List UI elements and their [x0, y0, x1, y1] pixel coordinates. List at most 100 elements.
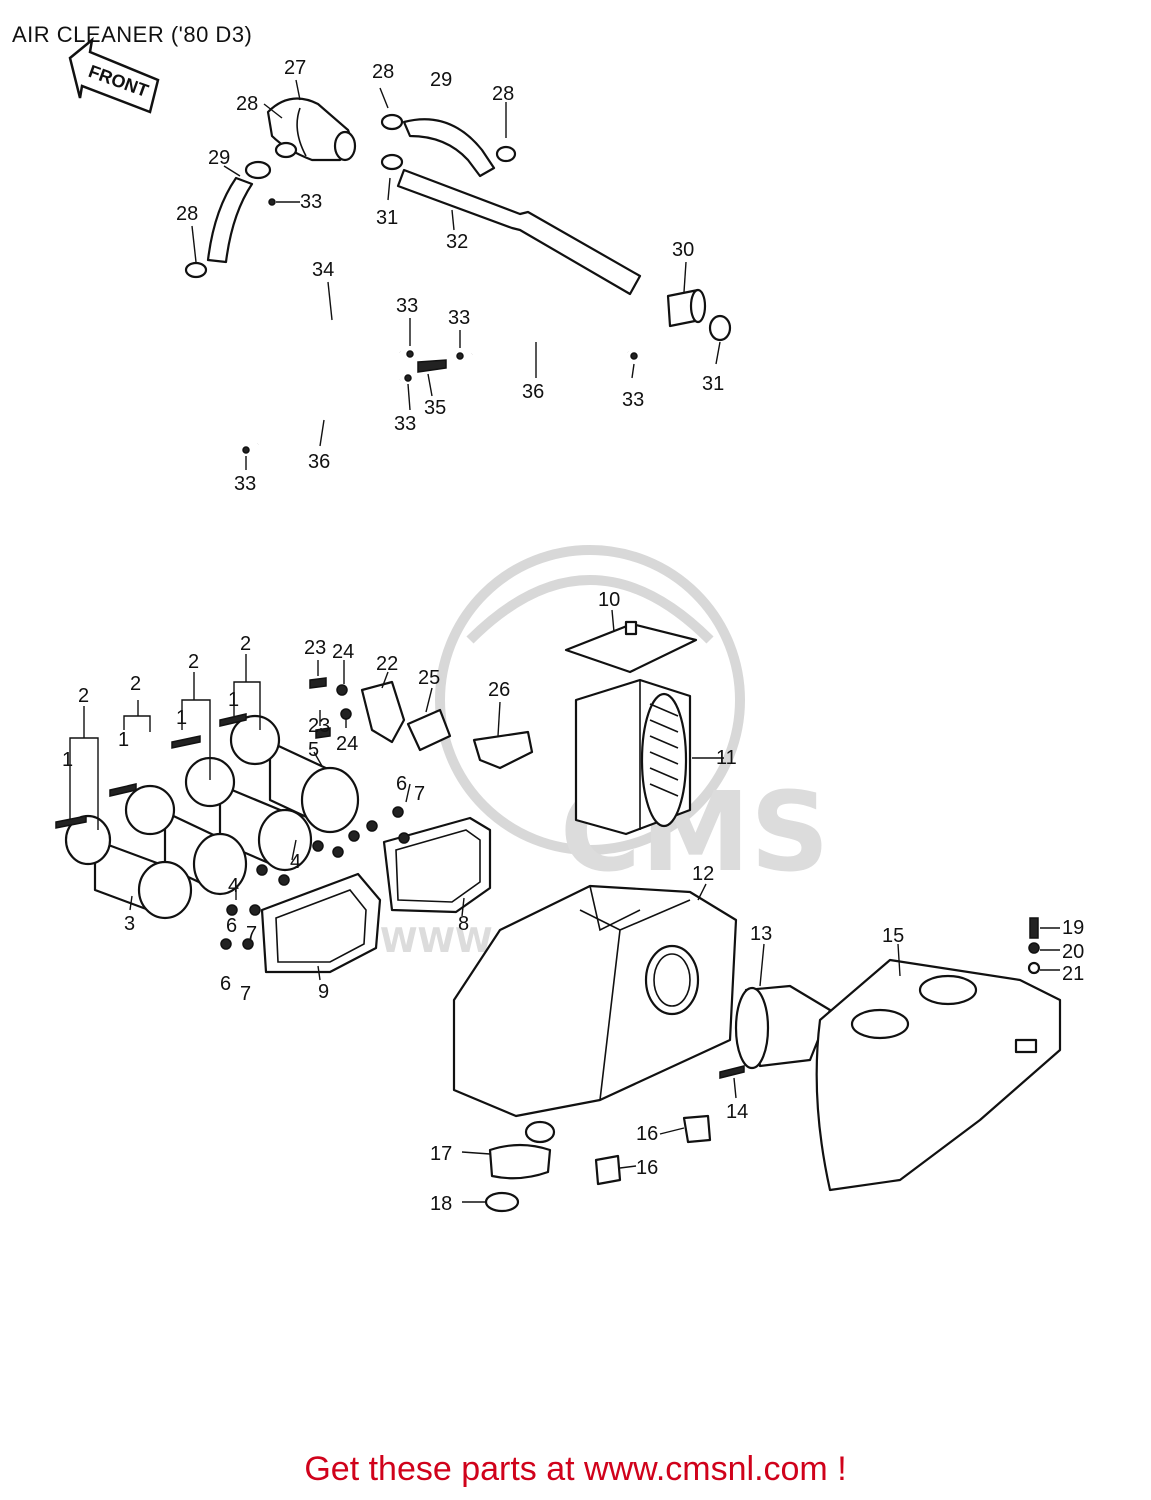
bolts-6-7 — [220, 806, 410, 950]
page-title: AIR CLEANER ('80 D3) — [12, 22, 253, 47]
callout-22: 22 — [376, 653, 398, 675]
part-31-clamp — [380, 153, 404, 171]
part-9-cover — [260, 872, 382, 974]
part-15-intake — [815, 958, 1062, 1192]
part-28-clamp — [380, 113, 404, 131]
brackets-22-26 — [309, 677, 534, 770]
part-28-clamp — [184, 261, 208, 279]
callout-16: 16 — [636, 1123, 658, 1145]
callout-1: 1 — [176, 707, 187, 729]
callout-2: 2 — [78, 685, 89, 707]
callout-28: 28 — [236, 93, 258, 115]
leader-lines — [69, 79, 1060, 1203]
callout-14: 14 — [726, 1101, 748, 1123]
carburetor-holders — [55, 713, 360, 920]
callout-23: 23 — [304, 637, 326, 659]
part-32-hose — [396, 168, 642, 296]
part-29-hose — [206, 176, 254, 264]
callout-33: 33 — [396, 295, 418, 317]
callout-13: 13 — [750, 923, 772, 945]
part-28-clamp — [244, 160, 272, 180]
callout-6: 6 — [220, 973, 231, 995]
callout-33: 33 — [448, 307, 470, 329]
callout-33: 33 — [300, 191, 322, 213]
callout-27: 27 — [284, 57, 306, 79]
part-35-tee — [417, 359, 447, 373]
callout-35: 35 — [424, 397, 446, 419]
parts-diagram: CMS WWW.CMSNL.COM FRONT — [55, 36, 1084, 1215]
callout-36: 36 — [522, 381, 544, 403]
callout-33: 33 — [394, 413, 416, 435]
callout-15: 15 — [882, 925, 904, 947]
part-18-clamp — [484, 1191, 520, 1213]
callout-16: 16 — [636, 1157, 658, 1179]
callout-24: 24 — [336, 733, 358, 755]
callout-1: 1 — [62, 749, 73, 771]
part-13-boot — [719, 984, 832, 1079]
part-26-bracket — [472, 730, 534, 770]
part-8-cover — [382, 816, 492, 914]
callout-29: 29 — [430, 69, 452, 91]
callout-2: 2 — [130, 673, 141, 695]
callout-7: 7 — [246, 923, 257, 945]
callout-labels: 28 29 28 27 28 29 28 31 32 30 31 33 34 3… — [62, 57, 1084, 1215]
callout-6: 6 — [396, 773, 407, 795]
part-3-holder — [64, 814, 193, 920]
callout-2: 2 — [188, 651, 199, 673]
part-5-holder — [229, 714, 360, 834]
callout-28: 28 — [176, 203, 198, 225]
part-11-element — [574, 678, 692, 836]
callout-28: 28 — [492, 83, 514, 105]
callout-31: 31 — [702, 373, 724, 395]
callout-5: 5 — [308, 739, 319, 761]
callout-33: 33 — [234, 473, 256, 495]
callout-28: 28 — [372, 61, 394, 83]
callout-20: 20 — [1062, 941, 1084, 963]
part-16-plug — [682, 1114, 712, 1144]
callout-3: 3 — [124, 913, 135, 935]
callout-18: 18 — [430, 1193, 452, 1215]
callout-1: 1 — [228, 689, 239, 711]
part-29-hose — [402, 118, 496, 178]
callout-7: 7 — [240, 983, 251, 1005]
callout-10: 10 — [598, 589, 620, 611]
callout-33: 33 — [622, 389, 644, 411]
callout-2: 2 — [240, 633, 251, 655]
drain-parts — [484, 1114, 712, 1213]
callout-8: 8 — [458, 913, 469, 935]
part-27-joint — [266, 97, 357, 162]
callout-21: 21 — [1062, 963, 1084, 985]
callout-26: 26 — [488, 679, 510, 701]
part-31-clamp — [708, 314, 732, 342]
callout-34: 34 — [312, 259, 334, 281]
front-arrow-icon: FRONT — [68, 36, 160, 114]
callout-24: 24 — [332, 641, 354, 663]
part-10-lid — [564, 620, 698, 674]
callout-9: 9 — [318, 981, 329, 1003]
callout-4: 4 — [290, 851, 301, 873]
callout-17: 17 — [430, 1143, 452, 1165]
part-22-bracket — [360, 680, 406, 744]
callout-31: 31 — [376, 207, 398, 229]
callout-29: 29 — [208, 147, 230, 169]
callout-12: 12 — [692, 863, 714, 885]
callout-1: 1 — [118, 729, 129, 751]
part-25-plate — [406, 708, 452, 752]
callout-25: 25 — [418, 667, 440, 689]
callout-23: 23 — [308, 715, 330, 737]
callout-7: 7 — [414, 783, 425, 805]
callout-30: 30 — [672, 239, 694, 261]
callout-36: 36 — [308, 451, 330, 473]
callout-11: 11 — [716, 747, 737, 769]
part-12-housing — [452, 884, 738, 1118]
callout-32: 32 — [446, 231, 468, 253]
part-30-cap — [666, 288, 707, 328]
parts-19-21 — [1027, 917, 1041, 975]
callout-19: 19 — [1062, 917, 1084, 939]
footer-link-text[interactable]: Get these parts at www.cmsnl.com ! — [304, 1450, 847, 1488]
breather-hose-assembly — [184, 97, 732, 454]
part-16-plug — [594, 1154, 622, 1186]
part-17-drain-hose — [488, 1143, 552, 1180]
callout-4: 4 — [228, 875, 239, 897]
part-28-clamp — [495, 145, 517, 163]
